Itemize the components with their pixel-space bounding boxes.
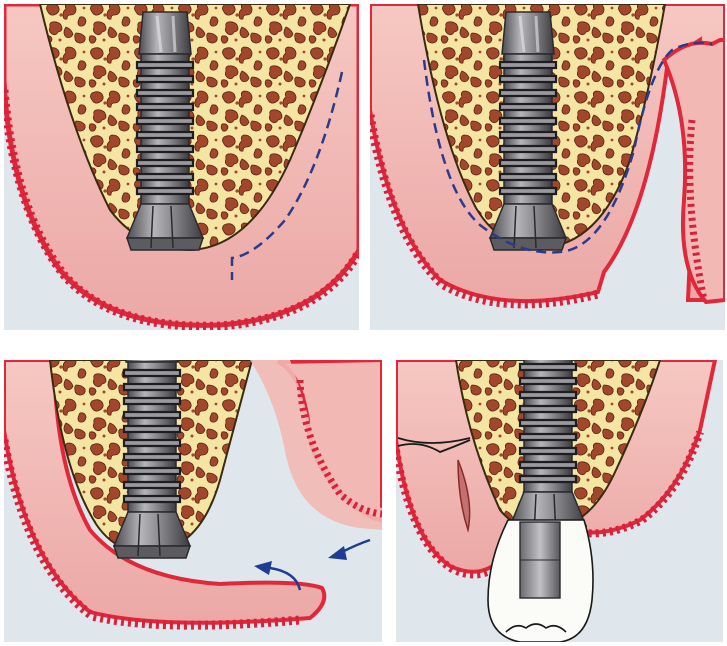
panel-4-implant-icon <box>510 300 586 538</box>
panel-2 <box>370 4 725 330</box>
panel-4 <box>396 300 723 642</box>
panel-3 <box>4 320 382 642</box>
panel-1 <box>4 4 359 330</box>
panel-3-implant-icon <box>114 320 190 558</box>
